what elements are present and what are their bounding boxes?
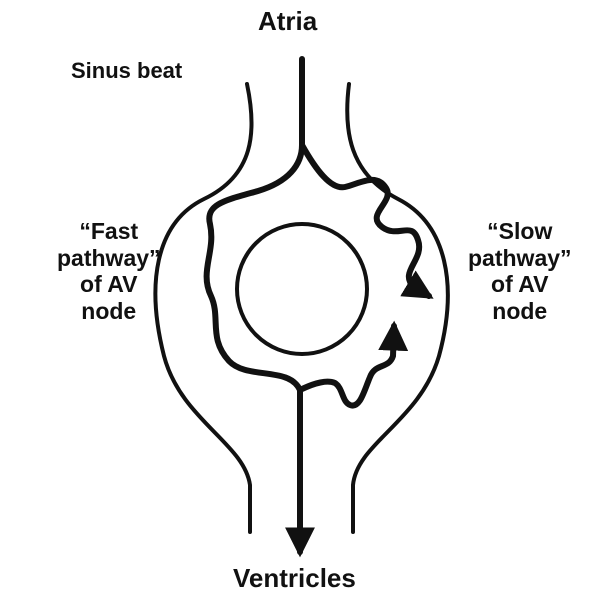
atria-label: Atria [258, 6, 317, 36]
fast-pathway-conduction-path [207, 59, 302, 552]
left-outer-av-node-boundary [155, 84, 251, 532]
sinus-beat-label: Sinus beat [71, 58, 182, 84]
ventricles-label: Ventricles [233, 563, 356, 593]
slow-pathway-label: “Slow pathway” of AV node [468, 218, 572, 325]
central-av-node-circle [237, 224, 367, 354]
fast-pathway-label: “Fast pathway” of AV node [57, 218, 161, 325]
